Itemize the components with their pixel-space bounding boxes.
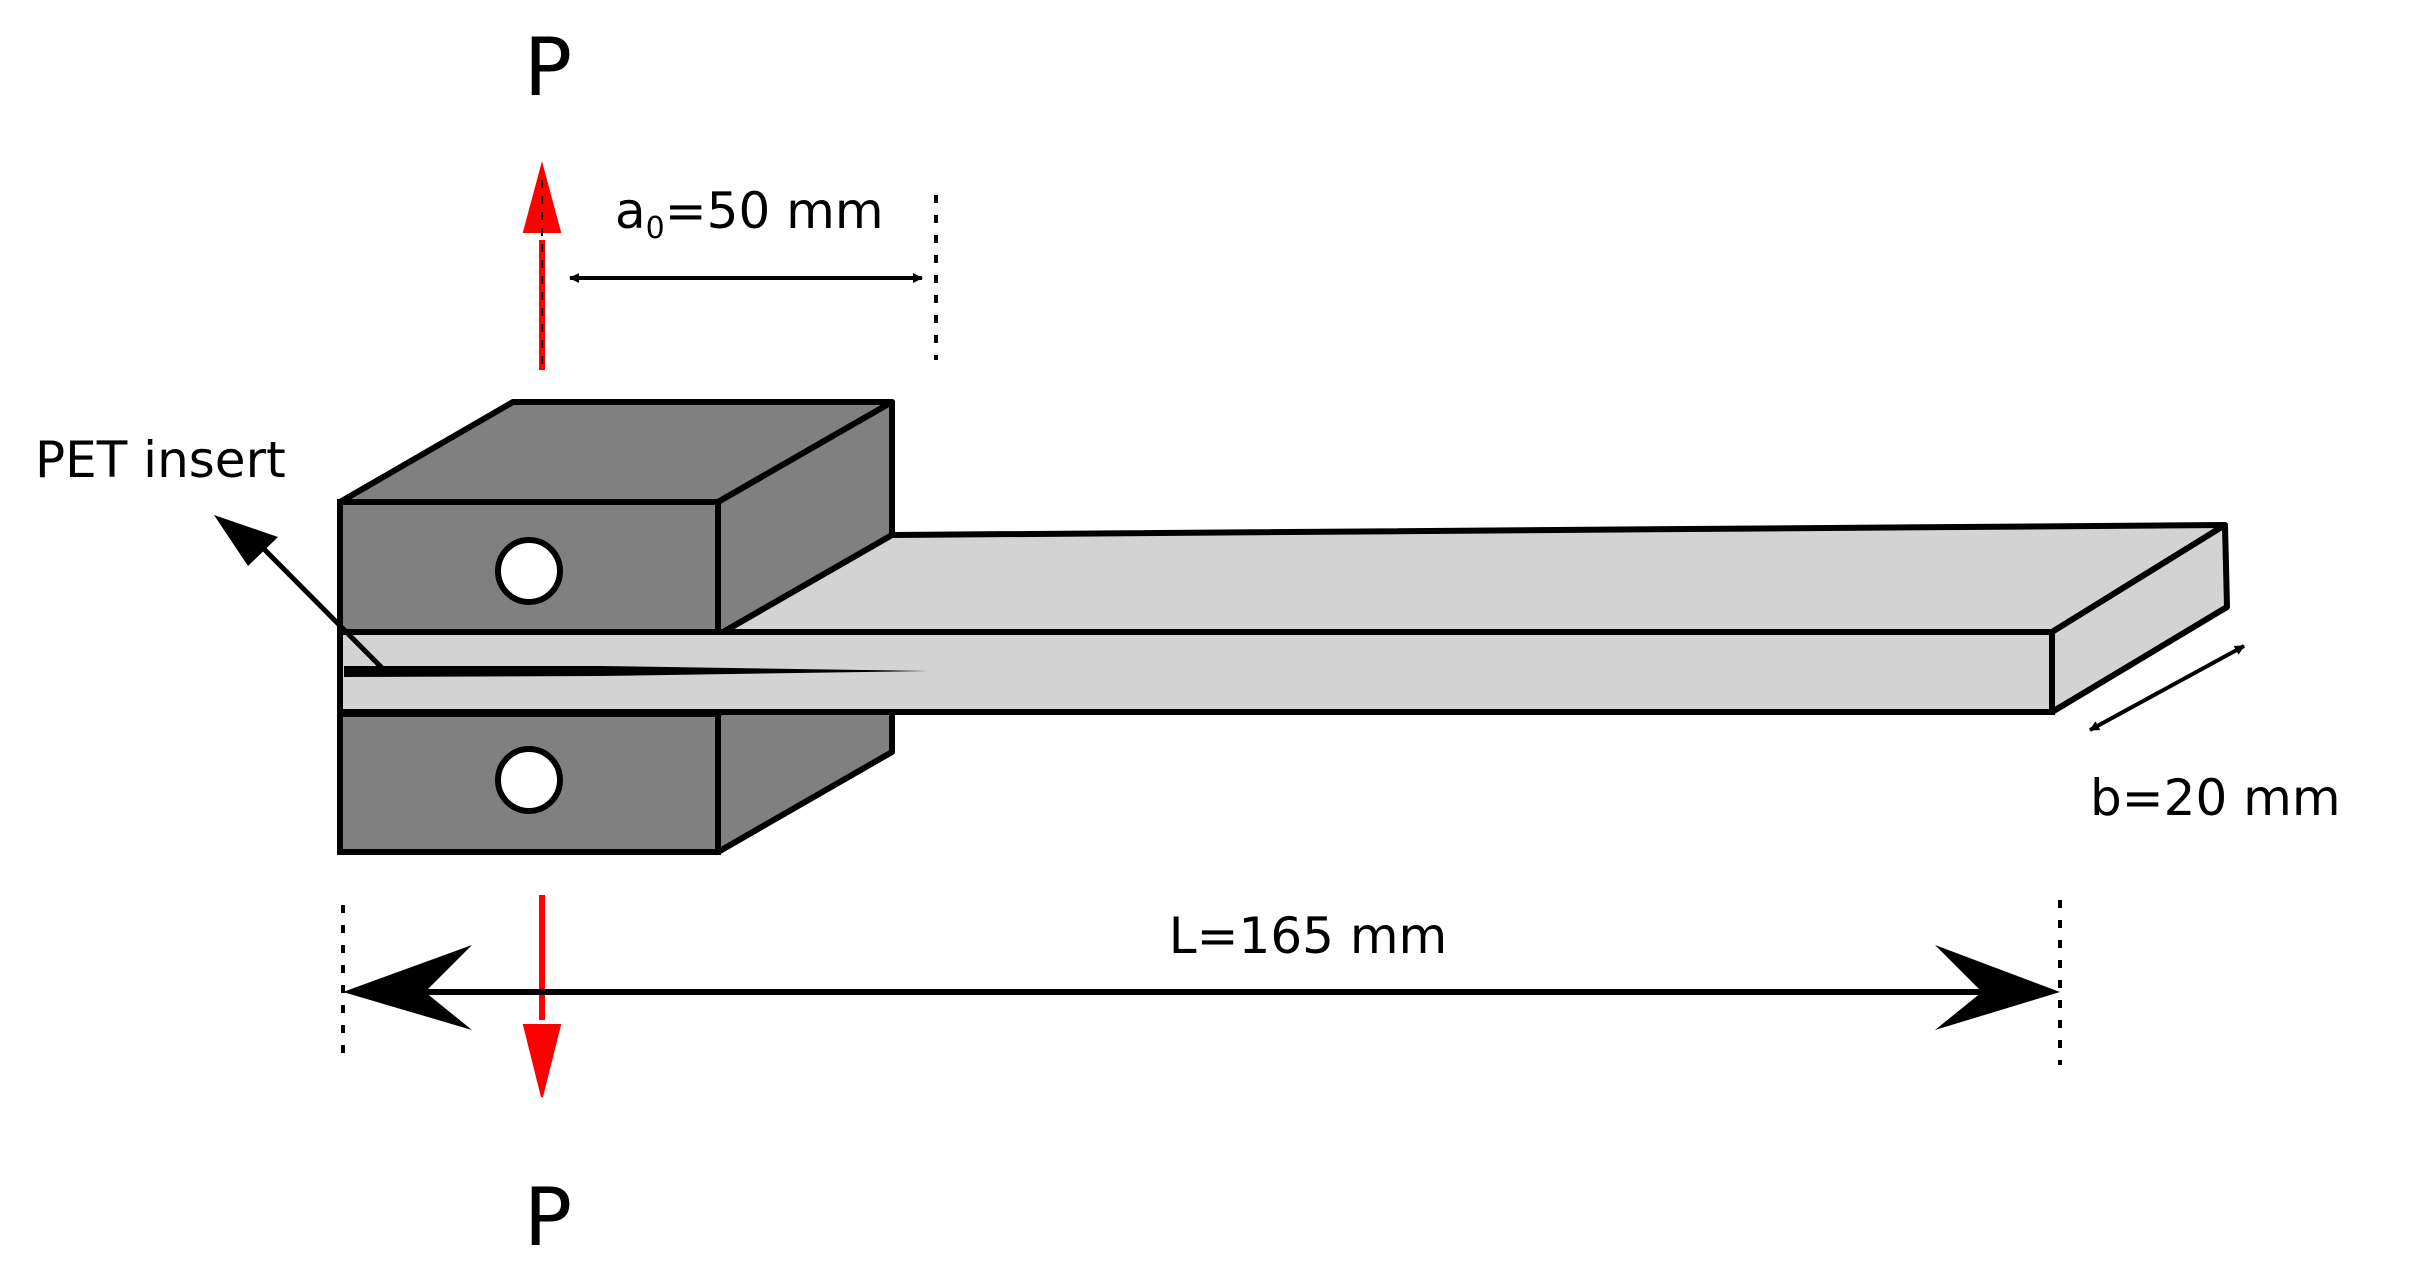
width-label: b=20 mm: [2090, 769, 2341, 827]
crack-length-dimension: [569, 195, 938, 360]
width-arrow: [2089, 644, 2245, 732]
crack-length-subscript: 0: [646, 211, 665, 246]
width-dimension: [2089, 644, 2245, 732]
bottom-load-arrow: [522, 895, 562, 1098]
insert-pointer: [214, 515, 387, 673]
bottom-pin-hole: [495, 746, 563, 814]
beam-top-face: [715, 522, 2228, 638]
crack-length-suffix: =50 mm: [665, 182, 884, 240]
length-label: L=165 mm: [1169, 907, 1448, 965]
load-label-bottom: P: [524, 1171, 572, 1264]
load-label-top: P: [524, 21, 572, 114]
crack-length-label: a0=50 mm: [615, 182, 884, 246]
top-pin-hole: [495, 537, 563, 605]
length-arrowhead-right: [1935, 945, 2060, 1030]
insert-label: PET insert: [35, 431, 286, 489]
specimen-beam: [337, 522, 2230, 715]
length-arrowhead-left: [343, 945, 472, 1030]
top-loading-block: [337, 399, 895, 638]
length-dimension: [341, 900, 2062, 1065]
crack-length-prefix: a: [615, 182, 646, 240]
pre-crack-pet-insert: [344, 666, 928, 677]
top-load-arrow: [522, 161, 562, 370]
